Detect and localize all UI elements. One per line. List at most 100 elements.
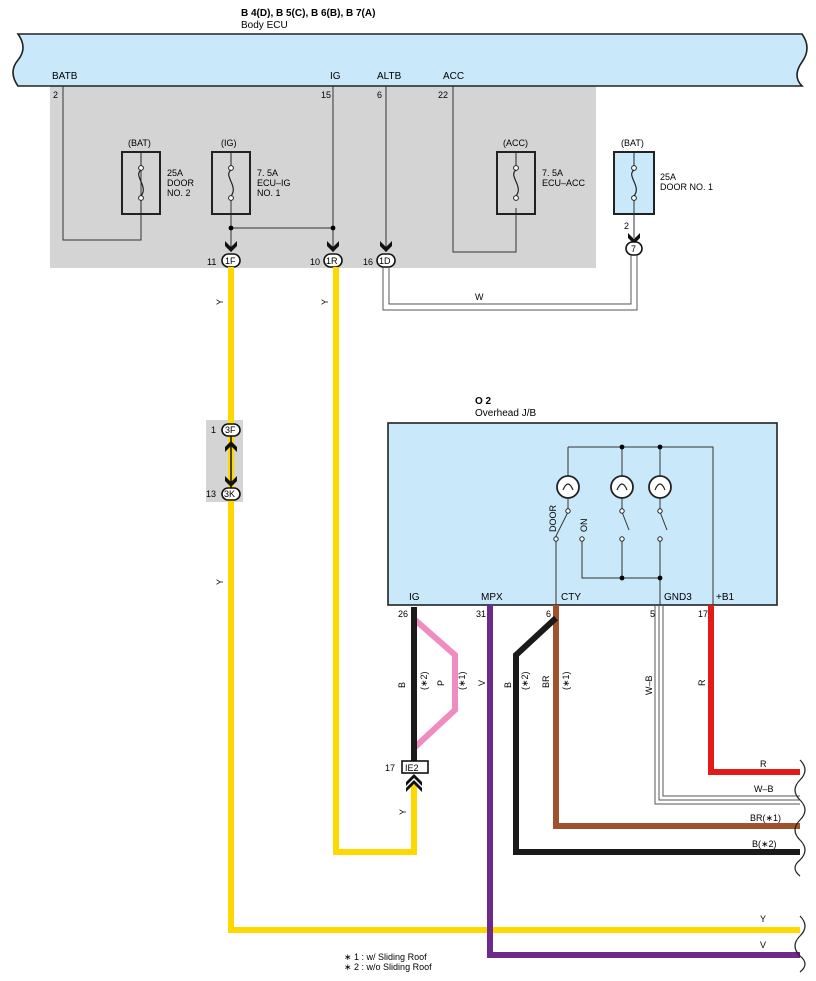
svg-text:7. 5A: 7. 5A — [542, 168, 563, 178]
svg-text:NO. 2: NO. 2 — [167, 188, 191, 198]
wire-label-w: W — [475, 292, 484, 302]
wire-label-br: BR — [541, 675, 551, 688]
wire-label-y: Y — [215, 299, 225, 305]
ecu-terminal-acc: ACC — [443, 71, 464, 82]
switch-label-door: DOOR — [548, 504, 558, 532]
ecu-pin-altb: 6 — [377, 90, 382, 100]
wire-label-y: Y — [215, 579, 225, 585]
junction-dot — [619, 575, 625, 581]
junction-dot — [657, 444, 663, 450]
svg-text:ECU–IG: ECU–IG — [257, 178, 291, 188]
svg-text:DOOR: DOOR — [167, 178, 195, 188]
wire-label-mark1: (∗1) — [561, 671, 571, 690]
wire-label-w-b: W–B — [644, 675, 654, 695]
svg-text:13: 13 — [206, 489, 216, 499]
fuse-ecu-acc: (ACC) 7. 5A ECU–ACC — [496, 138, 586, 215]
wire-w-b — [654, 605, 800, 805]
break-mark — [794, 759, 806, 877]
fuse-door-no1: (BAT) 25A DOOR NO. 1 2 — [613, 138, 713, 238]
svg-text:3F: 3F — [225, 425, 236, 435]
svg-text:DOOR NO. 1: DOOR NO. 1 — [660, 182, 713, 192]
wire-brown — [553, 605, 800, 829]
svg-text:NO. 1: NO. 1 — [257, 188, 281, 198]
ecu-terminal-altb: ALTB — [377, 71, 402, 82]
svg-text:1F: 1F — [225, 256, 236, 266]
jb-pin-gnd3: 5 — [650, 609, 655, 619]
footnote-2: ∗ 2 : w/o Sliding Roof — [344, 962, 432, 972]
wire-label-r: R — [697, 679, 707, 686]
svg-text:IE2: IE2 — [405, 763, 419, 773]
jb-terminal-gnd3: GND3 — [664, 592, 692, 603]
jb-terminal-cty: CTY — [561, 592, 581, 603]
svg-text:25A: 25A — [167, 168, 183, 178]
ecu-connectors: 11 1F 10 1R 16 1D 7 — [207, 241, 643, 268]
ecu-subtitle: Body ECU — [241, 20, 288, 31]
right-label-v: V — [760, 940, 766, 950]
ecu-terminal-ig: IG — [330, 71, 341, 82]
lamp-icon — [648, 475, 672, 499]
junction-connector-3f-3k: 1 3F 13 3K — [206, 423, 241, 501]
break-mark — [794, 915, 806, 973]
jb-title: O 2 — [475, 396, 492, 407]
svg-text:16: 16 — [363, 257, 373, 267]
jb-terminal-b1: +B1 — [716, 592, 735, 603]
svg-text:1: 1 — [211, 425, 216, 435]
wire-w — [382, 255, 638, 311]
wire-label-mark2: (∗2) — [520, 671, 530, 690]
wire-red — [708, 605, 800, 775]
jb-pin-b1: 17 — [698, 609, 708, 619]
wire-label-b: B — [503, 682, 513, 688]
svg-text:7: 7 — [631, 244, 636, 254]
junction-dot — [619, 444, 625, 450]
junction-dot — [330, 225, 336, 231]
junction-dot — [657, 575, 663, 581]
footnote-1: ∗ 1 : w/ Sliding Roof — [344, 952, 427, 962]
wire-label-mark1: (∗1) — [457, 671, 467, 690]
wire-label-b: B — [397, 682, 407, 688]
wire-pink — [411, 616, 458, 751]
switch-contacts — [553, 508, 663, 542]
wire-label-p: P — [436, 680, 446, 686]
svg-text:7. 5A: 7. 5A — [257, 168, 278, 178]
svg-text:10: 10 — [310, 257, 320, 267]
ecu-pin-ig: 15 — [321, 90, 331, 100]
jb-internal-wiring — [554, 446, 714, 605]
wire-label-y: Y — [320, 299, 330, 305]
connector-ie2: 17 IE2 — [385, 760, 429, 792]
svg-text:(BAT): (BAT) — [128, 138, 151, 148]
right-label-br: BR(∗1) — [750, 813, 781, 823]
svg-text:3K: 3K — [224, 489, 235, 499]
ecu-banner — [12, 33, 808, 87]
svg-text:ECU–ACC: ECU–ACC — [542, 178, 586, 188]
fuse-door-no2: (BAT) 25A DOOR NO. 2 — [121, 138, 195, 215]
svg-text:2: 2 — [624, 221, 629, 231]
jb-pin-cty: 6 — [546, 609, 551, 619]
svg-text:(ACC): (ACC) — [503, 138, 528, 148]
jb-terminal-ig: IG — [409, 592, 420, 603]
svg-text:(IG): (IG) — [221, 138, 237, 148]
svg-text:25A: 25A — [660, 172, 676, 182]
lamp-icon — [556, 475, 580, 499]
svg-text:(BAT): (BAT) — [621, 138, 644, 148]
jb-terminal-mpx: MPX — [481, 592, 503, 603]
svg-text:1D: 1D — [379, 256, 391, 266]
lamp-icon — [610, 475, 634, 499]
ecu-pin-batb: 2 — [53, 90, 58, 100]
svg-text:11: 11 — [207, 257, 216, 267]
wire-label-mark2: (∗2) — [419, 671, 429, 690]
fuse-ecu-ig-no1: (IG) 7. 5A ECU–IG NO. 1 — [211, 138, 291, 215]
junction-dot — [228, 225, 234, 231]
wire-black-cty — [513, 615, 800, 855]
wire-purple — [487, 605, 800, 958]
right-label-r: R — [760, 759, 767, 769]
right-label-w-b: W–B — [754, 784, 774, 794]
ecu-title: B 4(D), B 5(C), B 6(B), B 7(A) — [241, 8, 375, 19]
wire-label-y: Y — [398, 809, 408, 815]
jb-pin-mpx: 31 — [476, 609, 486, 619]
right-label-b: B(∗2) — [752, 839, 777, 849]
switch-label-on: ON — [579, 519, 589, 533]
jb-pin-ig: 26 — [398, 609, 408, 619]
jb-subtitle: Overhead J/B — [475, 408, 536, 419]
ecu-terminal-batb: BATB — [52, 71, 78, 82]
